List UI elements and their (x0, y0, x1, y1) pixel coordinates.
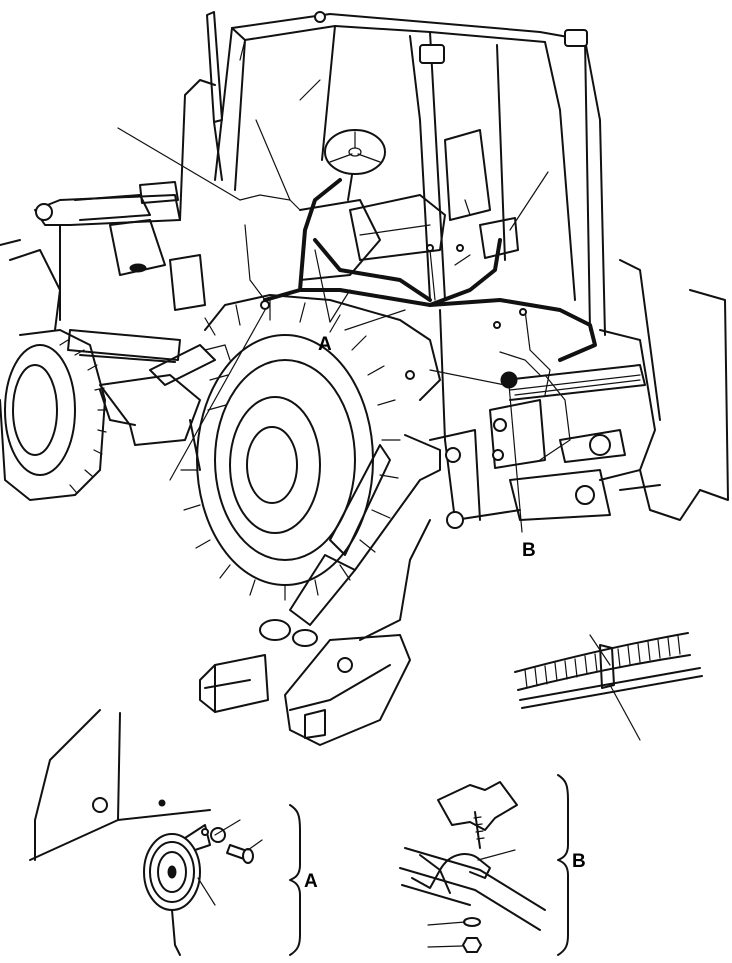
operator-seat (349, 129, 491, 261)
front-wheel (0, 329, 108, 501)
rear-console (479, 217, 519, 259)
steering-wheel (324, 129, 386, 201)
cab-frame (214, 11, 606, 336)
detail-a-label: A (304, 871, 318, 892)
detail-b-label: B (572, 851, 586, 872)
rear-wheel (180, 299, 401, 601)
wiring-harness (239, 178, 597, 461)
screw-icon (473, 811, 485, 849)
chassis-frame (99, 374, 201, 471)
mounting-bracket-icon (437, 781, 518, 831)
detail-b-clamp: B (399, 774, 586, 956)
rear-linkage (489, 364, 661, 521)
chassis-rear (429, 259, 729, 529)
exhaust-stack (206, 11, 223, 181)
callout-a-label: A (318, 334, 332, 355)
stabilizer-leg (259, 434, 441, 647)
rear-fender (204, 294, 441, 401)
work-light-icon (564, 29, 588, 47)
leader-lines (117, 119, 549, 533)
horn-icon (143, 824, 211, 956)
backhoe-loader-illustration: A B (0, 11, 729, 746)
handrail (179, 79, 216, 221)
clamp-icon (439, 853, 491, 894)
callout-b-label: B (522, 540, 536, 561)
corrugated-conduit-detail (514, 632, 703, 741)
console (299, 199, 381, 281)
detail-a-horn: A (29, 709, 318, 956)
bolt-icon (226, 844, 254, 864)
stabilizer-pads (199, 634, 411, 746)
work-light-icon (419, 44, 445, 64)
nut-icon (462, 917, 482, 953)
hydraulic-cylinders (67, 329, 216, 386)
loader-arm (0, 181, 206, 331)
